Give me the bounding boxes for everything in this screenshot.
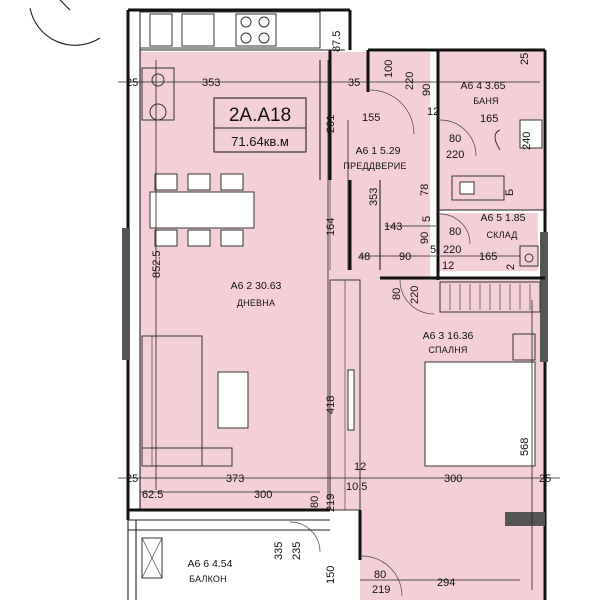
compass-arc-2 [59,0,71,11]
dim-label: 100 [383,60,395,78]
dim-label: 353 [202,77,220,89]
room-label-bath: А6 4 3.65 [461,80,506,92]
dim-label: 87.5 [331,31,343,52]
dim-label: 2 [505,264,517,270]
kitchen-counter [139,11,321,121]
dim-label: 240 [521,132,533,150]
entry-door-arc [369,89,415,135]
dim-label: 335 [273,542,285,560]
doors [289,89,477,597]
room-name-living: ДНЕВНА [237,298,275,308]
dim-label: 300 [254,489,272,501]
room-labels: А6 1 5.29 ПРЕДДВЕРИЕ А6 2 30.63 ДНЕВНА А… [188,80,526,584]
dim-label: 165 [480,113,498,125]
dim-label: 25 [539,473,551,485]
compass-arc [29,7,101,46]
dim-label: 852.5 [151,250,163,278]
dim-label: 164 [325,218,337,236]
dim-label: 35 [348,77,360,89]
dim-label: 143 [384,221,402,233]
dim-label: 418 [325,396,337,414]
room-name-entry: ПРЕДДВЕРИЕ [343,161,406,171]
wall-stub [505,512,545,526]
dim-label: 25 [126,473,138,485]
room-label-balcony: А6 6 4.54 [188,558,233,570]
apartment-title: 2A.A18 71.64кв.м [213,97,307,153]
sofa-set [141,335,249,467]
dimension-lines [118,60,560,590]
balcony [127,520,330,600]
dim-label: 165 [479,251,497,263]
dim-label: 12 [442,260,454,272]
wardrobe-handle [347,369,355,431]
dim-label: 568 [519,438,531,456]
walls [122,8,548,600]
room-name-storage: СКЛАД [486,230,517,240]
dim-label: 220 [443,244,461,256]
apartment-id: 2A.A18 [229,105,291,126]
dim-label: 219 [325,494,337,512]
room-label-bedroom: А6 3 16.36 [423,330,474,342]
apartment-area: 71.64кв.м [231,134,289,149]
dim-label: 48 [358,251,370,263]
dim-label: 294 [437,577,455,589]
room-label-storage: А6 5 1.85 [481,212,526,224]
dim-label: 12 [354,461,366,473]
dim-label: 80 [449,133,461,145]
bath-door-arc [439,119,477,157]
room-label-entry: А6 1 5.29 [356,145,401,157]
room-name-bath: БАНЯ [473,96,499,106]
room-name-bedroom: СПАЛНЯ [428,345,467,355]
dim-label: 80 [391,288,403,300]
dim-label: 78 [419,184,431,196]
bedroom-lower-door-arc [361,555,403,597]
bedroom-door-arc [399,279,435,315]
room-label-living: А6 2 30.63 [231,280,282,292]
balcony-fill [128,520,348,600]
dim-label: 300 [444,473,462,485]
dim-label: 12 [427,106,439,118]
dim-label: 5 [430,244,436,256]
dim-label: 219 [372,584,390,596]
bed [424,333,536,467]
storage-door-arc [439,213,471,245]
room-name-balcony: БАЛКОН [189,574,227,584]
dim-label: 62.5 [142,489,163,501]
balcony-door-arc [289,521,321,553]
dim-label: 80 [449,226,461,238]
bedroom-closet-hatch [439,281,541,313]
dim-label: 220 [446,149,464,161]
dim-label: 5 [421,216,433,222]
window-left [122,228,130,360]
dim-label: 90 [399,251,411,263]
storage-fill [438,213,538,271]
dim-label: 155 [362,112,380,124]
dim-label: 90 [419,232,431,244]
dim-label: 90 [421,84,433,96]
dining-set [149,173,255,247]
dim-label: 80 [309,496,321,508]
dim-label: 220 [409,286,421,304]
window-right [540,232,548,362]
dim-label: 150 [325,566,337,584]
dimension-labels: 25 353 35 100 220 90 12 155 87.5 201 80 … [126,31,551,596]
dim-label: 373 [226,473,244,485]
dim-label: 220 [404,72,416,90]
dim-label: Б [504,189,516,196]
dim-label: 353 [368,188,380,206]
bathroom-fixtures [451,119,543,267]
dim-label: 10.5 [346,481,367,493]
dim-label: 80 [374,569,386,581]
dim-label: 25 [519,53,531,65]
dim-label: 25 [126,77,138,89]
dim-label: 235 [291,542,303,560]
dim-label: 201 [325,115,337,133]
